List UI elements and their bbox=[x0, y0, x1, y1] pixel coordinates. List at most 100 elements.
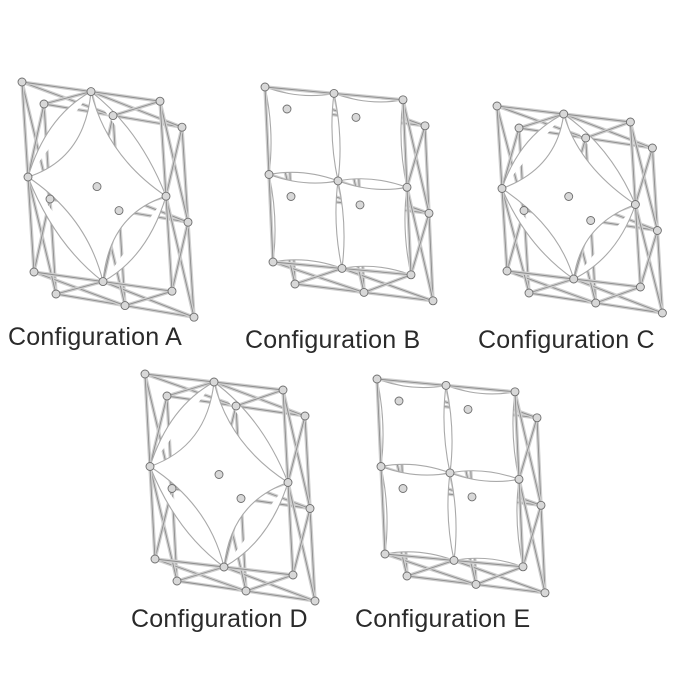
frame-rod-outline bbox=[518, 479, 524, 567]
frame-rod-outline bbox=[428, 213, 434, 301]
frame-hub bbox=[150, 554, 160, 564]
frame-rod-outline bbox=[304, 415, 311, 509]
frame-hub bbox=[282, 104, 292, 114]
frame-hub bbox=[23, 172, 33, 182]
frame-rod-outline bbox=[235, 405, 306, 417]
frame-hub bbox=[536, 500, 546, 510]
frame-rod-outline bbox=[453, 559, 524, 568]
frame-rod-outline bbox=[333, 92, 404, 101]
frame-rod-outline bbox=[341, 267, 412, 276]
fabric-edge bbox=[102, 196, 167, 283]
frame-rod-outline bbox=[268, 174, 274, 263]
frame-rod-outline bbox=[376, 378, 447, 386]
fabric-panel bbox=[380, 465, 455, 562]
frame-hub bbox=[372, 374, 382, 384]
frame-rod-outline bbox=[165, 196, 173, 292]
frame-hub bbox=[172, 576, 182, 586]
fabric-edge bbox=[149, 466, 225, 568]
frame-rod-outline bbox=[287, 415, 306, 483]
frame-hub bbox=[647, 143, 657, 153]
frame-rod-outline bbox=[43, 103, 114, 117]
frame-rod-outline bbox=[124, 305, 195, 318]
fabric-edge bbox=[27, 176, 104, 283]
frame-rod-outline bbox=[656, 230, 663, 314]
frame-hub bbox=[329, 88, 339, 98]
frame-drawing-a bbox=[17, 77, 199, 322]
frame-rod-outline bbox=[27, 103, 45, 178]
frame-drawing-b bbox=[260, 82, 438, 306]
frame-hub bbox=[120, 301, 130, 311]
frame-hub bbox=[86, 87, 96, 97]
frame-rod-outline bbox=[518, 417, 538, 480]
frame-rod-outline bbox=[124, 290, 173, 307]
frame-rod-outline bbox=[213, 381, 284, 391]
frame-hub bbox=[278, 385, 288, 395]
fabric-edge bbox=[223, 482, 289, 568]
fabric-panel bbox=[264, 86, 339, 182]
frame-hub bbox=[155, 96, 165, 106]
frame-rod-outline bbox=[149, 395, 168, 467]
frame-rod-outline bbox=[181, 127, 189, 223]
frame-rod-outline bbox=[55, 293, 126, 307]
frame-rod-outline bbox=[639, 230, 658, 288]
frame-hub bbox=[625, 117, 635, 127]
frame-hub bbox=[524, 288, 534, 298]
frame-rod-outline bbox=[27, 176, 35, 273]
frame-hub bbox=[290, 279, 300, 289]
frame-hub bbox=[161, 191, 171, 201]
frame-hub bbox=[445, 468, 455, 478]
frame-rod-outline bbox=[112, 100, 161, 117]
frame-rod-outline bbox=[651, 147, 658, 231]
frame-hub bbox=[424, 208, 434, 218]
frame-rod-outline bbox=[154, 558, 225, 568]
frame-rod-outline bbox=[292, 508, 311, 576]
frame-hub bbox=[333, 176, 343, 186]
frame-hub bbox=[398, 484, 408, 493]
frame-rod-outline bbox=[376, 378, 382, 467]
frame-hub bbox=[231, 401, 241, 411]
frame-rod-outline bbox=[294, 267, 343, 285]
fabric-panel bbox=[445, 384, 520, 481]
frame-rod-outline bbox=[475, 566, 524, 585]
frame-hub bbox=[510, 387, 520, 397]
frame-hub bbox=[351, 112, 361, 122]
frame-hub bbox=[376, 462, 386, 471]
frame-hub bbox=[214, 470, 224, 479]
frame-drawing-d bbox=[140, 369, 320, 606]
frame-hub bbox=[310, 596, 320, 606]
frame-rod-outline bbox=[410, 213, 430, 275]
frame-hub bbox=[514, 474, 524, 484]
frame-rod-outline bbox=[406, 559, 455, 577]
frame-hub bbox=[209, 377, 219, 387]
frame-hub bbox=[519, 206, 529, 215]
caption-c: Configuration C bbox=[478, 326, 655, 354]
fabric-edge bbox=[27, 91, 92, 178]
frame-hub bbox=[108, 111, 118, 121]
frame-rod-outline bbox=[21, 81, 92, 93]
frame-hub bbox=[652, 226, 662, 235]
frame-hub bbox=[288, 570, 298, 580]
frame-hub bbox=[559, 109, 569, 119]
fabric-edge bbox=[149, 381, 215, 467]
frame-hub bbox=[283, 478, 293, 487]
caption-d: Configuration D bbox=[131, 605, 308, 633]
frame-rod-outline bbox=[176, 580, 247, 592]
frame-hub bbox=[51, 289, 61, 299]
frame-hub bbox=[532, 413, 542, 423]
frame-hub bbox=[145, 462, 155, 471]
frame-rod-outline bbox=[406, 187, 412, 275]
frame-rod-outline bbox=[176, 566, 225, 582]
frame-hub bbox=[114, 206, 124, 216]
frame-hub bbox=[241, 586, 251, 596]
frame-hub bbox=[471, 579, 481, 589]
frame-hub bbox=[162, 391, 172, 401]
frame-hub bbox=[502, 266, 512, 276]
frame-hub bbox=[518, 562, 528, 572]
fabric-panel bbox=[376, 378, 451, 474]
frame-drawing-c bbox=[492, 101, 667, 318]
frame-rod-outline bbox=[165, 127, 183, 197]
frame-drawing-e bbox=[372, 374, 550, 598]
frame-hub bbox=[359, 287, 369, 297]
frame-hub bbox=[441, 380, 451, 390]
frame-hub bbox=[569, 274, 579, 284]
